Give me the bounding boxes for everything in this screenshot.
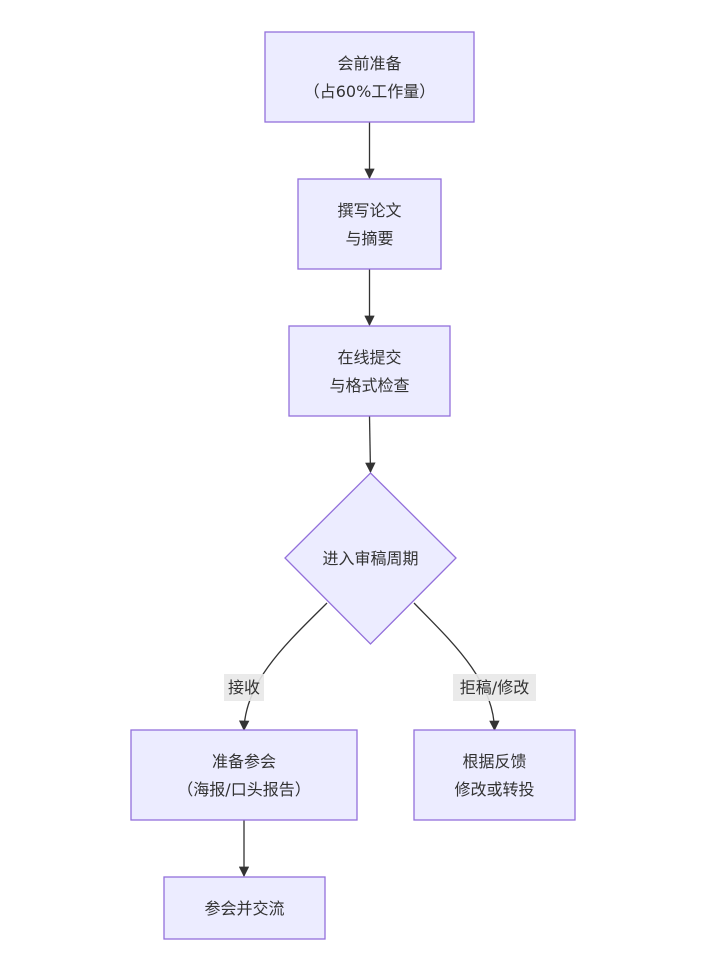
node-write-line1: 撰写论文	[337, 201, 401, 220]
node-prep-box	[264, 31, 475, 123]
node-attend: 准备参会 （海报/口头报告）	[130, 729, 358, 821]
edge-submit-to-review	[365, 415, 376, 474]
node-write-box	[297, 178, 442, 270]
node-revise-box	[413, 729, 576, 821]
node-prep-line2: （占60%工作量）	[304, 82, 436, 101]
node-attend-line2: （海报/口头报告）	[177, 780, 310, 799]
edge-label-reject-bg	[453, 674, 536, 701]
node-attend-line1: 准备参会	[212, 752, 276, 771]
node-revise: 根据反馈 修改或转投	[413, 729, 576, 821]
node-review-decision: 进入审稿周期	[284, 472, 457, 645]
node-revise-line1: 根据反馈	[462, 752, 526, 771]
node-review-label: 进入审稿周期	[322, 549, 418, 568]
edge-label-reject: 拒稿/修改	[453, 674, 536, 701]
node-network: 参会并交流	[163, 876, 326, 940]
node-submit-box	[288, 325, 451, 417]
edge-label-accept: 接收	[224, 674, 264, 701]
edge-label-accept-bg	[224, 674, 264, 701]
node-submit-line1: 在线提交	[337, 348, 401, 367]
node-submit: 在线提交 与格式检查	[288, 325, 451, 417]
node-network-label: 参会并交流	[204, 899, 284, 918]
edge-label-reject-text: 拒稿/修改	[460, 678, 529, 697]
edge-review-to-attend	[238, 602, 328, 732]
node-write-line2: 与摘要	[345, 229, 393, 248]
node-network-box	[163, 876, 326, 940]
node-write: 撰写论文 与摘要	[297, 178, 442, 270]
edges	[238, 122, 500, 878]
node-attend-box	[130, 729, 358, 821]
edge-review-to-revise	[413, 602, 500, 732]
node-prep: 会前准备 （占60%工作量）	[264, 31, 475, 123]
edge-label-accept-text: 接收	[228, 678, 260, 697]
node-prep-line1: 会前准备	[337, 54, 401, 73]
node-review-diamond	[284, 472, 457, 645]
node-submit-line2: 与格式检查	[329, 376, 409, 395]
node-revise-line2: 修改或转投	[454, 780, 534, 799]
